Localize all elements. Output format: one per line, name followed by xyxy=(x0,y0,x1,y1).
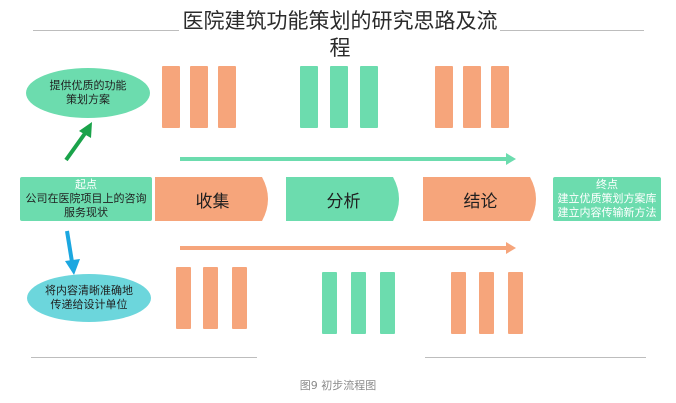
start-node: 起点 公司在医院项目上的咨询服务现状 xyxy=(20,177,152,221)
bottom-right-rule xyxy=(425,357,646,358)
upper-flow-arrow-icon xyxy=(180,153,516,165)
stage-collect-label: 收集 xyxy=(195,191,230,212)
top-bar xyxy=(218,66,236,128)
stage-conclude-label: 结论 xyxy=(463,191,498,212)
end-line-1: 建立优质策划方案库 xyxy=(557,192,657,205)
end-label: 终点 xyxy=(596,178,618,191)
bottom-bar xyxy=(380,272,395,334)
bottom-bar xyxy=(351,272,366,334)
bottom-bar xyxy=(232,267,247,329)
top-bar xyxy=(435,66,453,128)
end-line-2: 建立内容传输新方法 xyxy=(557,206,657,219)
start-label: 起点 xyxy=(75,178,97,191)
bottom-bar xyxy=(451,272,466,334)
bottom-bar xyxy=(479,272,494,334)
bottom-bar xyxy=(176,267,191,329)
top-bar xyxy=(330,66,348,128)
top-right-rule xyxy=(500,30,644,31)
figure-caption: 图9 初步流程图 xyxy=(299,379,377,392)
bottom-bar xyxy=(508,272,523,334)
stage-analyze-shape xyxy=(286,177,399,221)
top-goal-text: 提供优质的功能策划方案 xyxy=(49,79,127,106)
diagram-title: 医院建筑功能策划的研究思路及流程 xyxy=(182,9,498,60)
stage-conclude-shape xyxy=(423,177,536,221)
stage-analyze-label: 分析 xyxy=(326,191,361,212)
top-goal-oval: 提供优质的功能策划方案 xyxy=(26,68,150,118)
top-bar xyxy=(360,66,378,128)
top-left-rule xyxy=(33,30,179,31)
up-arrow-icon xyxy=(64,122,92,162)
stage-collect-shape xyxy=(155,177,268,221)
bottom-goal-text: 将内容清晰准确地传递给设计单位 xyxy=(45,284,133,311)
top-bar xyxy=(162,66,180,128)
top-bar xyxy=(463,66,481,128)
bottom-bar xyxy=(322,272,337,334)
lower-flow-arrow-icon xyxy=(180,242,516,254)
down-arrow-icon xyxy=(65,230,80,275)
top-bar xyxy=(190,66,208,128)
top-bar xyxy=(491,66,509,128)
top-bar xyxy=(300,66,318,128)
start-text: 公司在医院项目上的咨询服务现状 xyxy=(25,192,147,219)
bottom-bar xyxy=(203,267,218,329)
bottom-left-rule xyxy=(31,357,257,358)
end-node: 终点 建立优质策划方案库 建立内容传输新方法 xyxy=(553,177,661,221)
bottom-goal-oval: 将内容清晰准确地传递给设计单位 xyxy=(27,274,151,322)
